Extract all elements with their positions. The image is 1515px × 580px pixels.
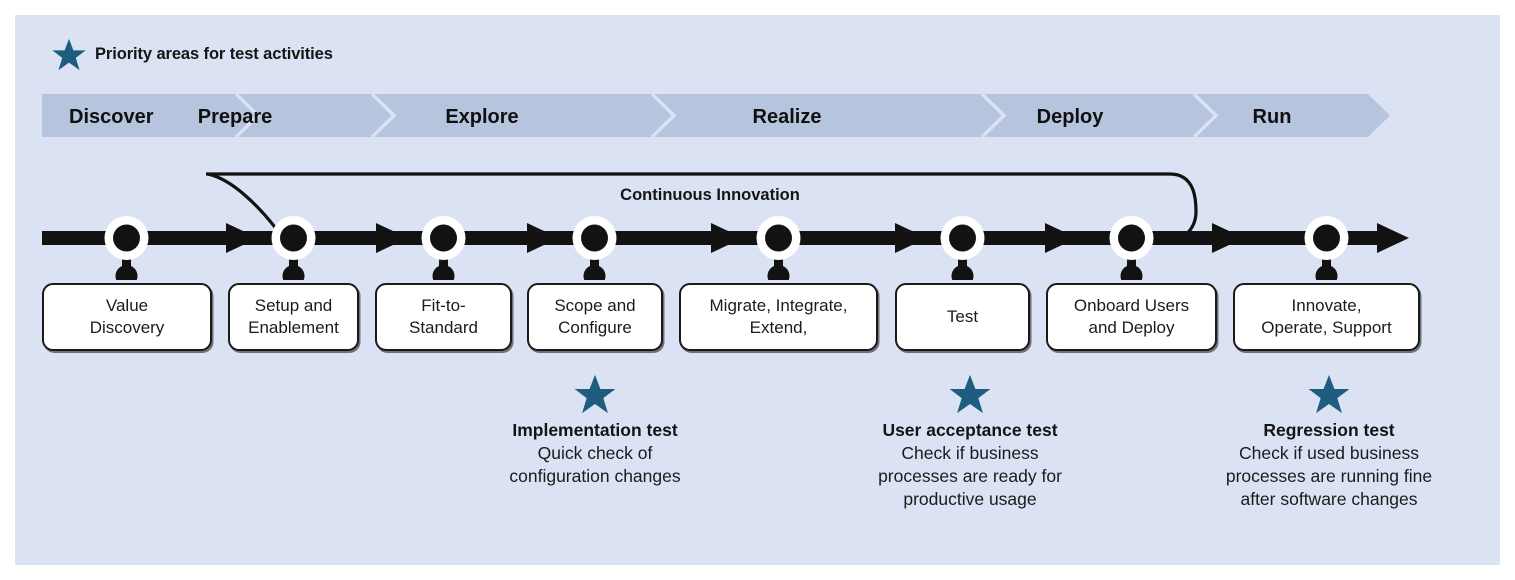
stage-label: Migrate, Integrate,Extend,	[709, 296, 848, 337]
timeline-nodes	[104, 216, 1349, 260]
stage-label: Test	[946, 307, 979, 327]
phase-label-explore: Explore	[445, 106, 518, 128]
phase-label-run: Run	[1253, 106, 1292, 128]
star-icon	[52, 38, 86, 71]
phase-label-discover: Discover	[69, 106, 154, 128]
legend: Priority areas for test activities	[52, 38, 333, 71]
stage-label: Innovate,Operate, Support	[1261, 296, 1392, 337]
note-title: User acceptance test	[882, 420, 1058, 440]
star-icon	[444, 374, 746, 414]
phase-label-realize: Realize	[753, 106, 822, 128]
note-title: Implementation test	[512, 420, 678, 440]
stage-box-innovate-operate-support[interactable]: Innovate,Operate, Support	[1233, 283, 1420, 351]
timeline-arrows	[42, 223, 1409, 253]
phase-banner: Discover Prepare Explore Realize Deploy …	[42, 94, 1390, 137]
continuous-innovation-label: Continuous Innovation	[620, 186, 800, 204]
stage-box-fit-to-standard[interactable]: Fit-to-Standard	[375, 283, 512, 351]
stage-box-migrate-integrate-extend[interactable]: Migrate, Integrate,Extend,	[679, 283, 878, 351]
stage-label: Fit-to-Standard	[409, 296, 478, 337]
timeline	[0, 150, 1500, 287]
phase-label-prepare: Prepare	[198, 106, 273, 128]
stage-box-test[interactable]: Test	[895, 283, 1030, 351]
star-icon	[1176, 374, 1482, 414]
star-icon	[820, 374, 1120, 414]
legend-label: Priority areas for test activities	[95, 45, 333, 63]
phase-label-deploy: Deploy	[1037, 106, 1105, 128]
note-title: Regression test	[1263, 420, 1395, 440]
